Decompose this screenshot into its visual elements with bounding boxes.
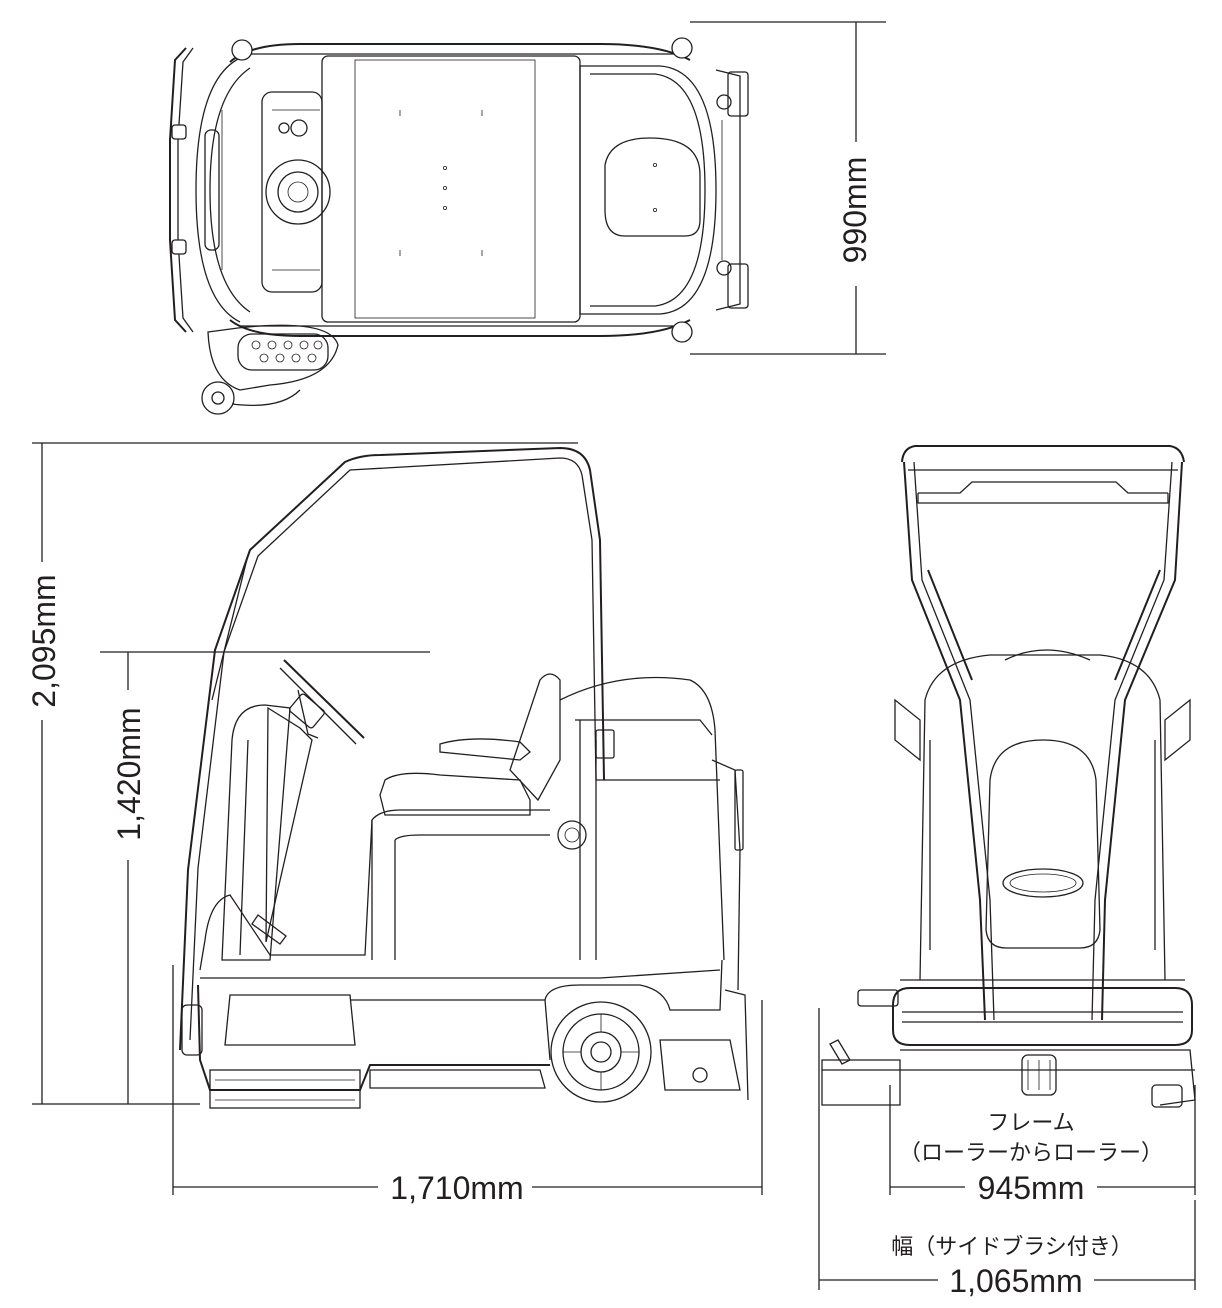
frame-label: フレーム: [987, 1110, 1074, 1135]
dimension-length: 1,710mm: [172, 965, 763, 1206]
dimension-frame-width: フレーム （ローラーからローラー） 945mm: [889, 1085, 1196, 1206]
frame-width-label: 945mm: [978, 1170, 1085, 1206]
brush-label: 幅（サイドブラシ付き）: [891, 1234, 1133, 1259]
height-seat-label: 1,420mm: [111, 707, 147, 840]
dimension-height-overall: 2,095mm: [26, 442, 578, 1105]
frame-sub-label: （ローラーからローラー）: [899, 1140, 1163, 1165]
dimension-width-top: 990mm: [690, 21, 886, 355]
width-top-label: 990mm: [837, 157, 873, 264]
side-view: [179, 446, 749, 1109]
rear-view: [821, 445, 1196, 1108]
brush-width-label: 1,065mm: [949, 1263, 1082, 1299]
length-label: 1,710mm: [390, 1170, 523, 1206]
dimension-brush-width: 幅（サイドブラシ付き） 1,065mm: [818, 1008, 1196, 1299]
top-view: [169, 37, 749, 415]
dimension-height-seat: 1,420mm: [100, 651, 430, 1104]
height-overall-label: 2,095mm: [26, 574, 62, 707]
